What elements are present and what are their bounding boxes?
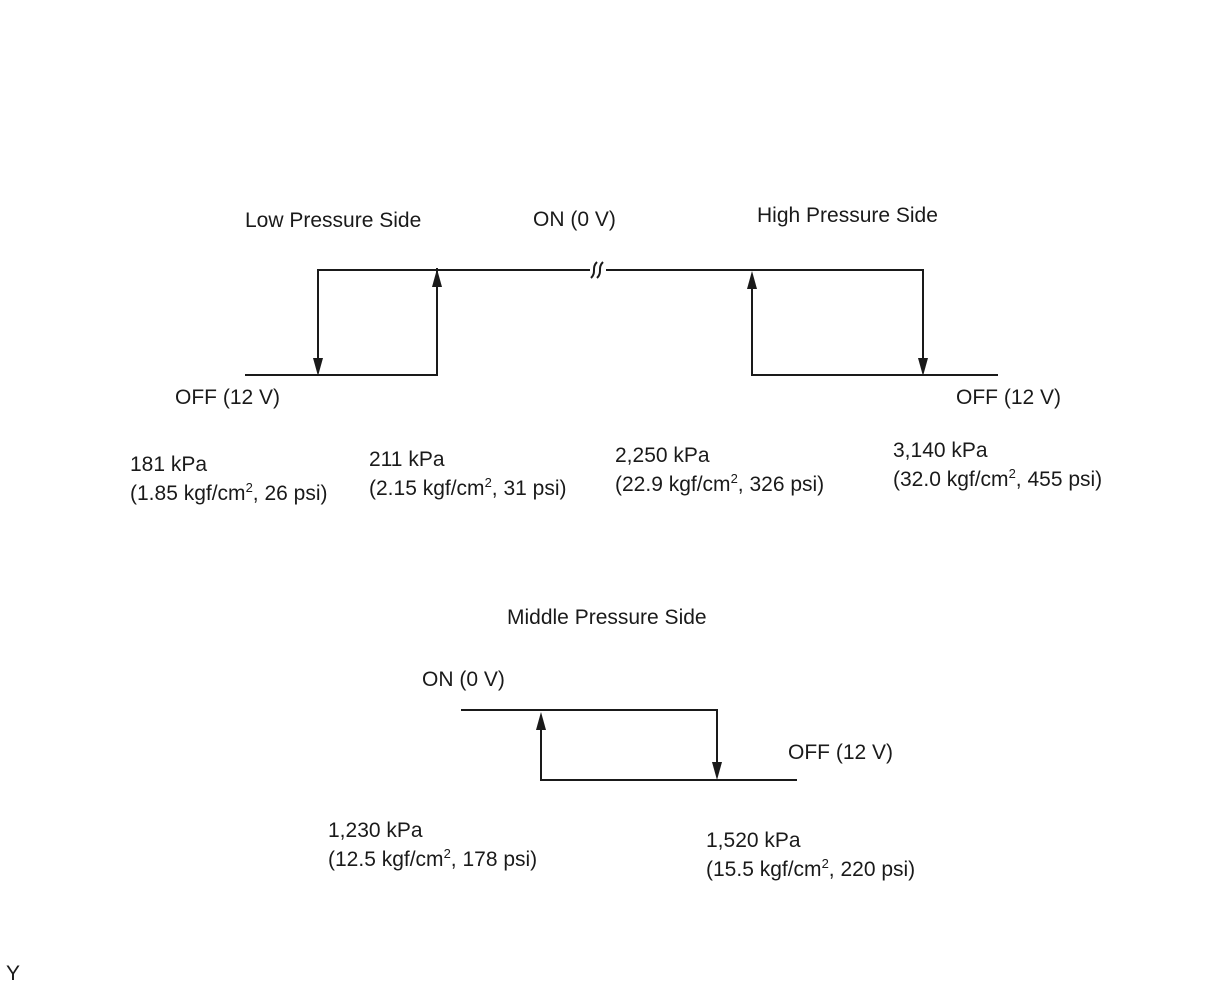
high-down-arrow-icon (918, 358, 928, 376)
high-pressure-title: High Pressure Side (757, 204, 938, 227)
high-p2-kpa: 3,140 kPa (893, 439, 988, 462)
on-label: ON (0 V) (533, 208, 616, 231)
low-off-baseline (245, 268, 438, 376)
high-off-label: OFF (12 V) (956, 386, 1061, 409)
high-p1-detail: (22.9 kgf/cm2, 326 psi) (615, 471, 824, 496)
high-up-arrow-icon (747, 271, 757, 289)
middle-off-baseline (540, 728, 797, 781)
low-p2-detail: (2.15 kgf/cm2, 31 psi) (369, 475, 567, 500)
middle-on-line (461, 709, 718, 762)
low-up-arrow-icon (432, 269, 442, 287)
upper-hysteresis-diagram (245, 261, 998, 376)
low-down-arrow-icon (313, 358, 323, 376)
high-on-line (606, 269, 924, 358)
low-off-label: OFF (12 V) (175, 386, 280, 409)
middle-pressure-title: Middle Pressure Side (507, 606, 707, 629)
low-p1-detail: (1.85 kgf/cm2, 26 psi) (130, 480, 328, 505)
low-p1-kpa: 181 kPa (130, 453, 207, 476)
middle-up-arrow-icon (536, 712, 546, 730)
middle-off-label: OFF (12 V) (788, 741, 893, 764)
middle-hysteresis-diagram (461, 709, 797, 781)
high-p2-detail: (32.0 kgf/cm2, 455 psi) (893, 466, 1102, 491)
middle-p2-detail: (15.5 kgf/cm2, 220 psi) (706, 856, 915, 881)
middle-on-label: ON (0 V) (422, 668, 505, 691)
middle-p1-kpa: 1,230 kPa (328, 819, 423, 842)
corner-mark: Y (6, 962, 20, 985)
middle-p1-detail: (12.5 kgf/cm2, 178 psi) (328, 846, 537, 871)
high-p1-kpa: 2,250 kPa (615, 444, 710, 467)
low-pressure-title: Low Pressure Side (245, 209, 421, 232)
break-mark (590, 261, 606, 279)
middle-down-arrow-icon (712, 762, 722, 780)
low-on-line (317, 269, 590, 358)
middle-p2-kpa: 1,520 kPa (706, 829, 801, 852)
low-p2-kpa: 211 kPa (369, 448, 445, 471)
high-off-baseline (751, 285, 998, 376)
